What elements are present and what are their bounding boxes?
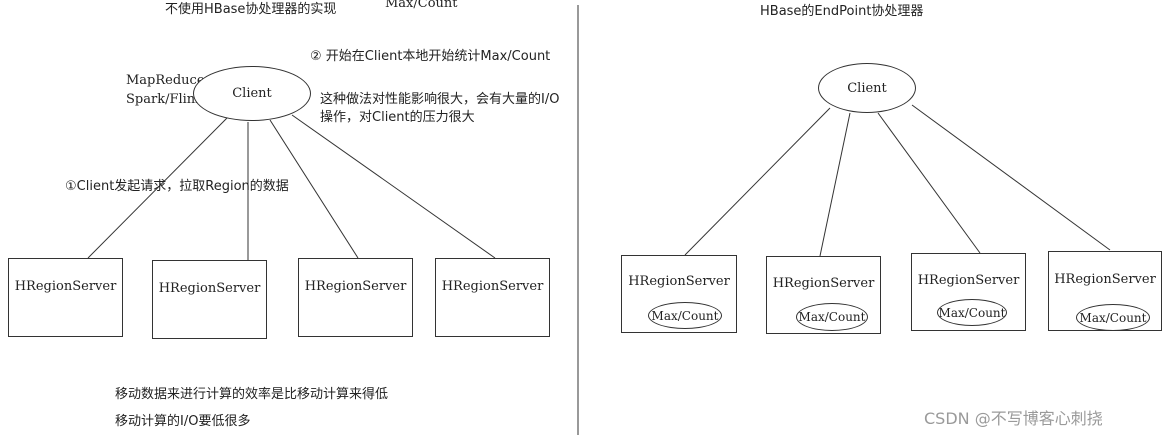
right-region-server-3-coprocessor: Max/Count <box>937 299 1007 326</box>
left-client-label: Client <box>232 86 272 101</box>
right-title: HBase的EndPoint协处理器 <box>760 4 924 19</box>
left-region-server-2-label: HRegionServer <box>158 281 261 296</box>
right-region-server-3: HRegionServer Max/Count <box>911 253 1026 331</box>
connector-right-1 <box>684 107 831 256</box>
right-region-server-2: HRegionServer Max/Count <box>766 256 881 334</box>
left-title: 不使用HBase协处理器的实现 <box>165 2 337 17</box>
left-region-server-4: HRegionServer <box>435 258 550 337</box>
bottom-note-2: 移动计算的I/O要低很多 <box>115 414 251 429</box>
right-region-server-1-coprocessor: Max/Count <box>648 302 722 329</box>
left-client-node: Client <box>193 66 311 121</box>
connector-right-3 <box>877 112 981 254</box>
right-region-server-4-coprocessor: Max/Count <box>1076 304 1150 331</box>
right-region-server-2-coprocessor: Max/Count <box>796 303 868 331</box>
left-region-server-3-label: HRegionServer <box>304 279 407 294</box>
left-region-server-2: HRegionServer <box>152 260 267 339</box>
right-client-node: Client <box>818 63 916 113</box>
connector-left-1 <box>87 117 228 259</box>
note-line-2: 操作，对Client的压力很大 <box>320 110 475 125</box>
right-region-server-4-inner-label: Max/Count <box>1079 310 1147 325</box>
framework-mapreduce: MapReduce <box>126 73 205 88</box>
connector-right-4 <box>911 104 1111 251</box>
right-region-server-3-inner-label: Max/Count <box>938 305 1006 320</box>
left-region-server-4-label: HRegionServer <box>441 279 544 294</box>
right-region-server-2-label: HRegionServer <box>772 276 875 291</box>
right-client-label: Client <box>847 80 887 96</box>
connector-right-2 <box>819 112 851 257</box>
left-region-server-1: HRegionServer <box>8 258 123 337</box>
right-region-server-1-inner-label: Max/Count <box>651 308 719 323</box>
step1-label: ①Client发起请求，拉取Region的数据 <box>65 179 289 194</box>
left-region-server-1-label: HRegionServer <box>14 279 117 294</box>
step2-label: ② 开始在Client本地开始统计Max/Count <box>310 49 551 64</box>
right-region-server-4-label: HRegionServer <box>1054 272 1156 287</box>
right-region-server-2-inner-label: Max/Count <box>798 310 866 324</box>
right-region-server-3-label: HRegionServer <box>917 273 1020 288</box>
connector-left-4 <box>291 114 496 259</box>
right-region-server-4: HRegionServer Max/Count <box>1048 251 1162 331</box>
right-region-server-1-label: HRegionServer <box>628 274 730 289</box>
watermark: CSDN @不写博客心刺挠 <box>924 409 1103 428</box>
connector-left-3 <box>269 119 359 259</box>
left-region-server-3: HRegionServer <box>298 258 413 337</box>
top-max-count-label: Max/Count <box>385 0 458 11</box>
framework-spark-flink: Spark/Flink <box>126 92 204 107</box>
bottom-note-1: 移动数据来进行计算的效率是比移动计算来得低 <box>115 387 389 402</box>
right-region-server-1: HRegionServer Max/Count <box>621 255 737 333</box>
note-line-1: 这种做法对性能影响很大，会有大量的I/O <box>320 92 560 107</box>
